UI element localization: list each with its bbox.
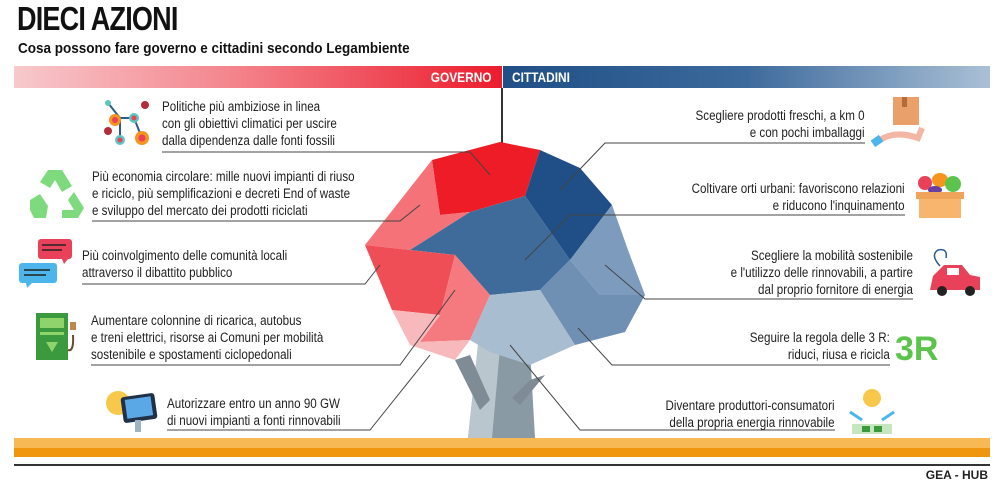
charging-station-icon <box>36 313 76 360</box>
item-line: e con pochi imballaggi <box>750 125 865 140</box>
item-line: riduci, riusa e ricicla <box>788 347 890 362</box>
item-line: Seguire la regola delle 3 R: <box>749 330 890 345</box>
item-line: Diventare produttori-consumatori <box>665 398 835 413</box>
cittadini-item-3: Scegliere la mobilità sostenibile e l'ut… <box>731 247 913 298</box>
item-line: di nuovi impianti a fonti rinnovabili <box>167 413 341 428</box>
tree-trunk <box>455 345 545 438</box>
governo-item-2: Più economia circolare: mille nuovi impi… <box>92 168 355 219</box>
item-line: e sviluppo del mercato dei prodotti rici… <box>92 203 308 218</box>
ground-dark <box>14 448 990 457</box>
page-subtitle: Cosa possono fare governo e cittadini se… <box>18 40 410 57</box>
item-line: Politiche più ambiziose in linea <box>162 99 321 114</box>
governo-label: GOVERNO <box>431 69 492 85</box>
three-r-label: 3R <box>895 330 938 368</box>
cittadini-item-1: Scegliere prodotti freschi, a km 0 e con… <box>696 107 865 141</box>
item-line: Aumentare colonnine di ricarica, autobus <box>91 313 302 328</box>
cittadini-item-5: Diventare produttori-consumatori della p… <box>666 397 835 431</box>
item-line: sostenibile e spostamenti ciclopedonali <box>91 347 292 362</box>
chat-bubbles-icon <box>19 239 72 288</box>
tree-canopy <box>365 142 645 365</box>
item-line: e riducono l'inquinamento <box>773 198 905 213</box>
item-line: della propria energia rinnovabile <box>669 415 835 430</box>
credit-label: GEA - HUB <box>925 468 988 482</box>
three-r-icon: 3R <box>895 330 938 368</box>
governo-item-1: Politiche più ambiziose in linea con gli… <box>162 98 337 149</box>
item-line: Scegliere prodotti freschi, a km 0 <box>695 108 865 123</box>
item-line: Più coinvolgimento delle comunità locali <box>82 248 288 263</box>
item-line: dalla dipendenza dalle fonti fossili <box>162 133 335 148</box>
recycle-icon <box>30 170 84 218</box>
item-line: e riciclo, più semplificazioni e decreti… <box>92 186 351 201</box>
item-line: attraverso il dibattito pubblico <box>82 265 233 280</box>
item-line: dal proprio fornitore di energia <box>758 282 913 297</box>
solar-home-icon <box>849 389 895 434</box>
package-hand-icon <box>870 97 925 148</box>
page-title: DIECI AZIONI <box>17 0 178 37</box>
leader-lines <box>82 142 913 431</box>
vegetable-box-icon <box>916 173 964 218</box>
cittadini-label: CITTADINI <box>512 69 570 85</box>
item-line: Autorizzare entro un anno 90 GW <box>167 396 340 411</box>
footer-rule <box>14 464 990 466</box>
cittadini-item-4: Seguire la regola delle 3 R: riduci, riu… <box>750 329 890 363</box>
item-line: e l'utilizzo delle rinnovabili, a partir… <box>730 265 913 280</box>
governo-band <box>14 66 502 88</box>
item-line: con gli obiettivi climatici per uscire <box>162 116 337 131</box>
item-line: Coltivare orti urbani: favoriscono relaz… <box>692 181 905 196</box>
cittadini-band <box>503 66 990 88</box>
network-icon <box>104 100 149 145</box>
ground-light <box>14 438 990 448</box>
governo-item-5: Autorizzare entro un anno 90 GW di nuovi… <box>167 395 341 429</box>
electric-car-icon <box>930 248 980 296</box>
item-line: e treni elettrici, risorse ai Comuni per… <box>91 330 324 345</box>
governo-item-3: Più coinvolgimento delle comunità locali… <box>82 247 287 281</box>
governo-item-4: Aumentare colonnine di ricarica, autobus… <box>91 312 323 363</box>
cittadini-item-2: Coltivare orti urbani: favoriscono relaz… <box>692 180 905 214</box>
item-line: Scegliere la mobilità sostenibile <box>751 248 913 263</box>
item-line: Più economia circolare: mille nuovi impi… <box>92 169 355 184</box>
solar-panel-icon <box>106 391 158 432</box>
